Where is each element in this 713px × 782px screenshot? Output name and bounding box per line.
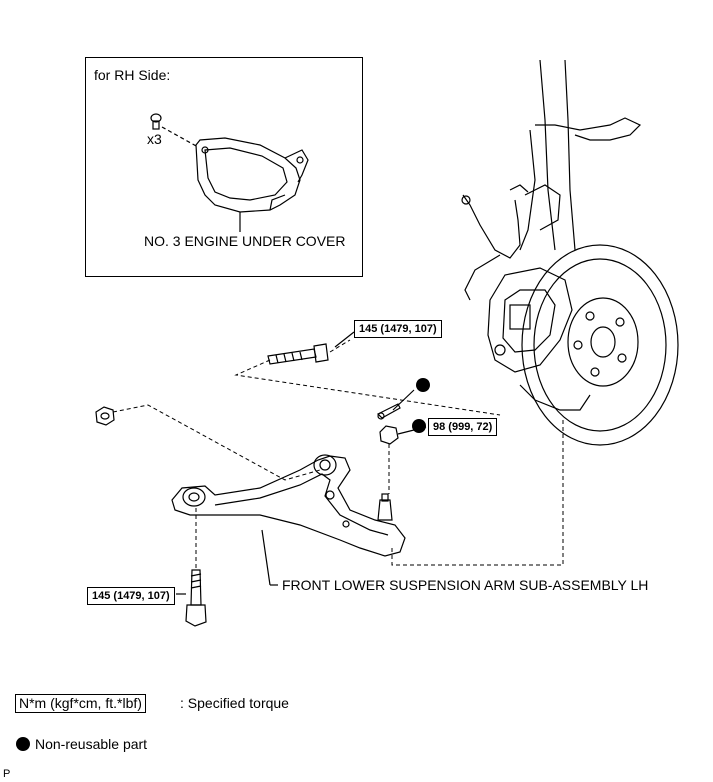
cover-bolt-part (150, 113, 162, 130)
upper-bolt-torque-badge: 145 (1479, 107) (354, 320, 442, 339)
upper-bolt-part (267, 343, 329, 365)
torque-legend-units: N*m (kgf*cm, ft.*lbf) (15, 694, 146, 714)
arm-nut-part (95, 406, 115, 426)
suspension-arm-label: FRONT LOWER SUSPENSION ARM SUB-ASSEMBLY … (282, 577, 649, 593)
lower-bolt-torque-badge: 145 (1479, 107) (87, 587, 175, 606)
figure-code: P (3, 768, 11, 780)
ball-joint-nut-torque-badge: 98 (999, 72) (428, 418, 498, 437)
nut-nonreusable-icon (412, 419, 426, 433)
engine-under-cover-label: NO. 3 ENGINE UNDER COVER (144, 233, 346, 249)
strut-brake-assembly-part (461, 59, 679, 446)
nonreusable-legend-description: Non-reusable part (35, 736, 148, 752)
castle-nut-part (379, 425, 399, 445)
torque-legend-description: : Specified torque (180, 695, 289, 711)
cotter-pin-nonreusable-icon (416, 378, 430, 392)
cotter-pin-part (376, 403, 401, 420)
nonreusable-legend-icon (16, 737, 30, 751)
lower-suspension-arm-part (171, 454, 406, 557)
quantity-label: x3 (147, 131, 162, 147)
inset-title: for RH Side: (94, 67, 171, 83)
engine-under-cover-part (195, 137, 309, 213)
rh-side-inset (85, 57, 363, 277)
lower-bolt-part (185, 569, 207, 627)
